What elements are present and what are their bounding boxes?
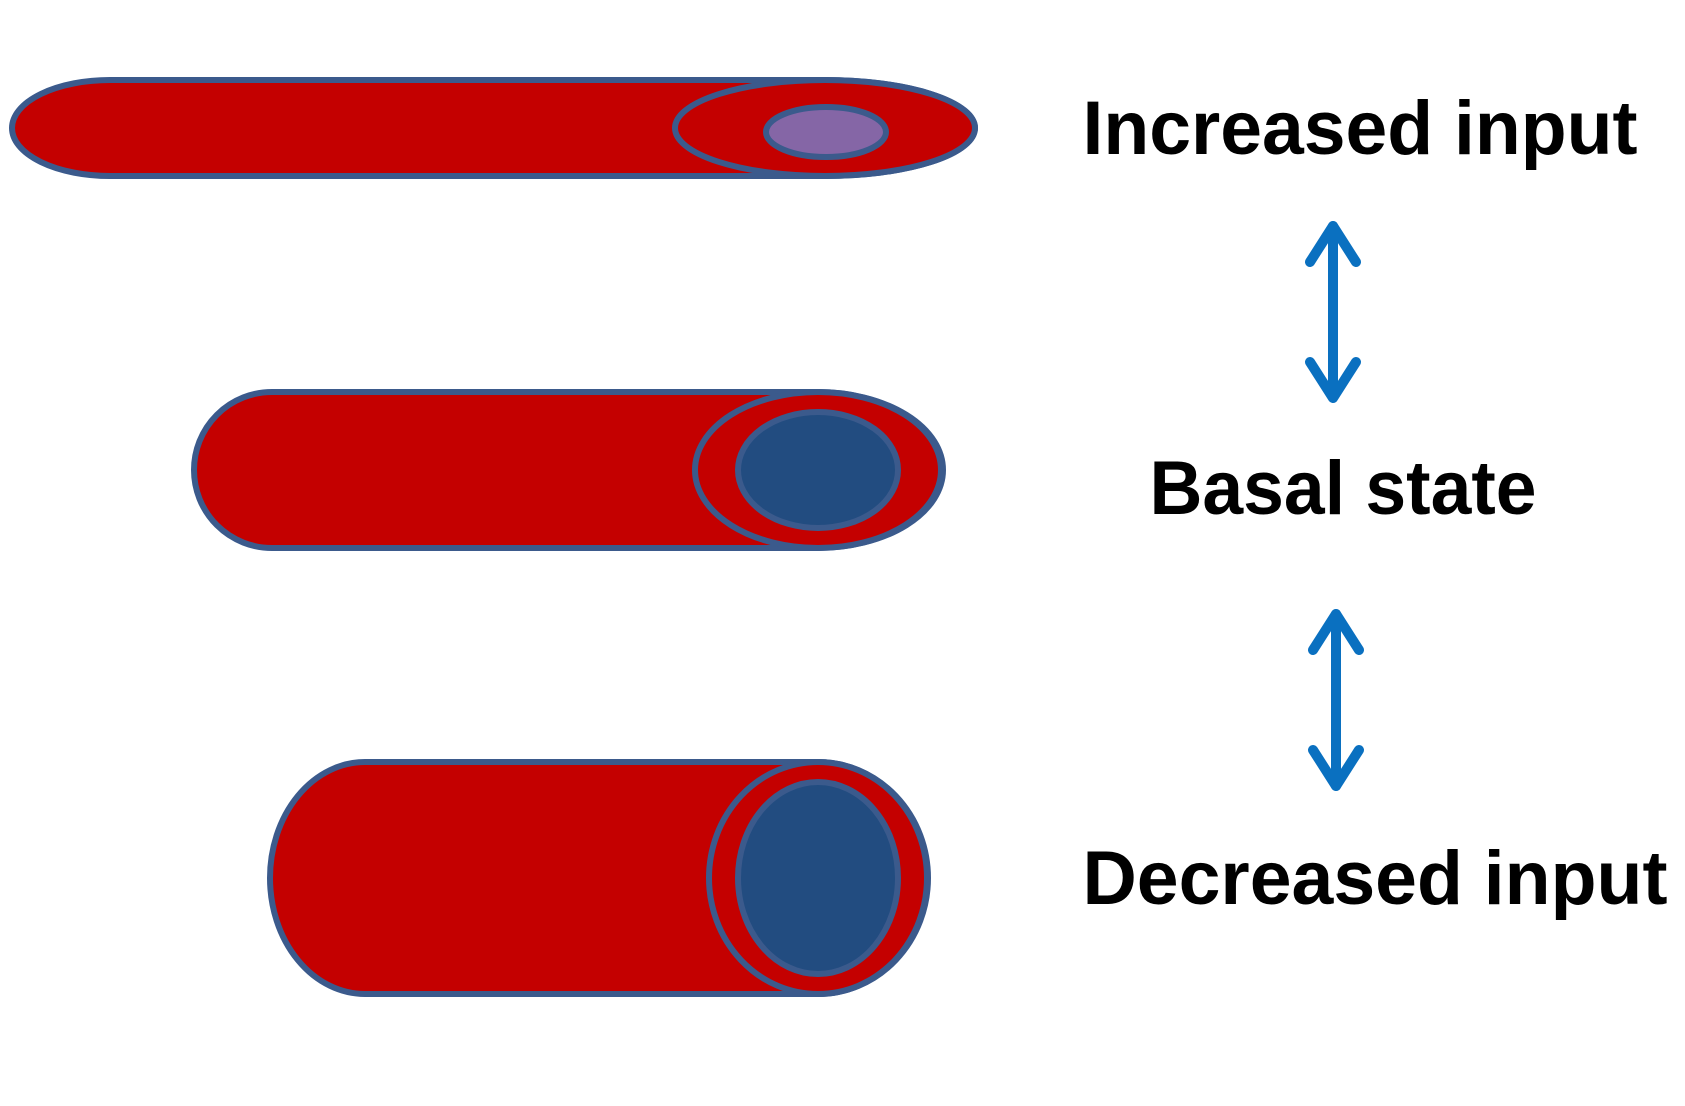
vessel-basal [191,389,946,551]
label-basal-state: Basal state [1150,446,1537,531]
double-arrow-upper-icon [1305,221,1361,403]
vessel-decreased-lumen [735,779,901,977]
vessel-increased-lumen [763,104,889,160]
label-decreased-input: Decreased input [1083,836,1668,921]
double-arrow-lower-icon [1308,609,1364,791]
vessel-basal-lumen [735,409,901,531]
vessel-increased [9,77,978,179]
label-increased-input: Increased input [1083,86,1638,171]
vessel-decreased [267,759,931,997]
